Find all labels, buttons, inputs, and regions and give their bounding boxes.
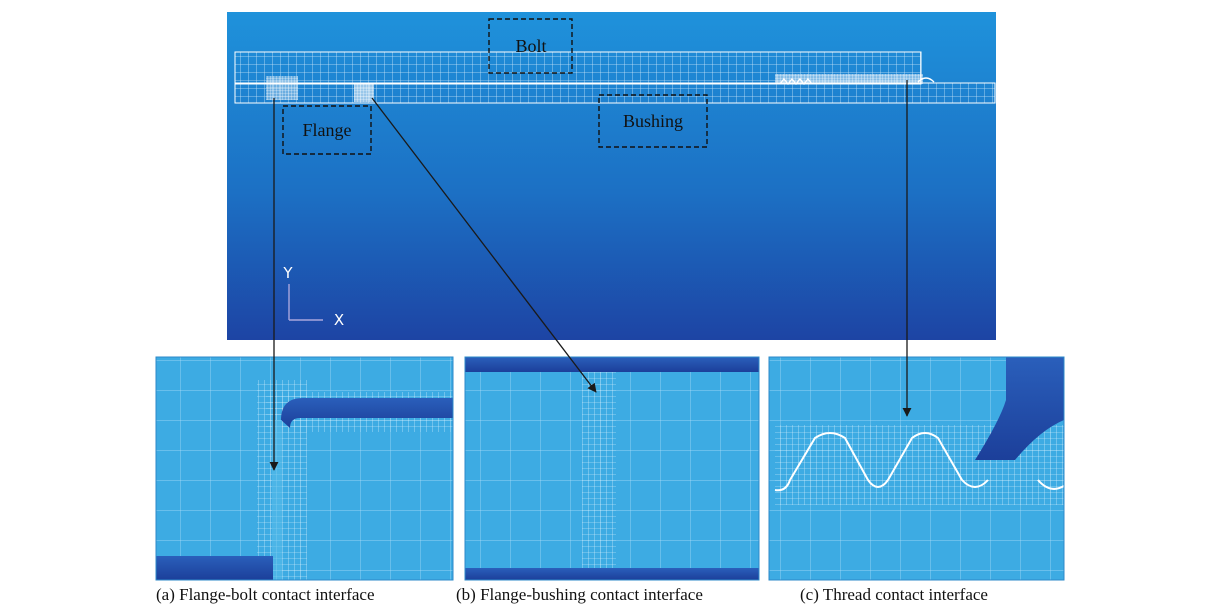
bushing-mesh <box>234 82 996 104</box>
detail-panel-thread <box>768 356 1065 581</box>
coordinate-triad: Y X <box>282 264 344 329</box>
bolt-head-fillet <box>281 398 453 428</box>
flange-label-box <box>282 105 372 155</box>
caption-a: (a) Flange-bolt contact interface <box>156 585 375 604</box>
bolt-shank-strip <box>272 420 282 580</box>
nut-body <box>975 357 1064 460</box>
axis-y-label: Y <box>282 264 293 282</box>
thread-profile <box>774 432 989 492</box>
thread-refined-mesh <box>775 74 935 86</box>
arrow-to-flange-bushing <box>371 97 597 393</box>
caption-b: (b) Flange-bushing contact interface <box>456 585 703 604</box>
bolt-label: Bolt <box>515 36 546 56</box>
detail-panel-flange-bushing <box>464 356 760 581</box>
bushing-label: Bushing <box>623 111 683 131</box>
detail-panel-flange-bolt <box>155 356 454 581</box>
flange-corner-block <box>156 556 273 580</box>
flange-refined-mesh <box>266 76 374 102</box>
caption-c: (c) Thread contact interface <box>800 585 988 604</box>
bolt-label-box <box>488 18 573 74</box>
main-model-view: Bolt Flange Bushing Y X <box>227 12 996 340</box>
thread-root-right <box>1037 479 1065 490</box>
flange-label: Flange <box>303 120 352 140</box>
axis-x-label: X <box>334 311 344 329</box>
leader-arrows <box>269 80 912 471</box>
